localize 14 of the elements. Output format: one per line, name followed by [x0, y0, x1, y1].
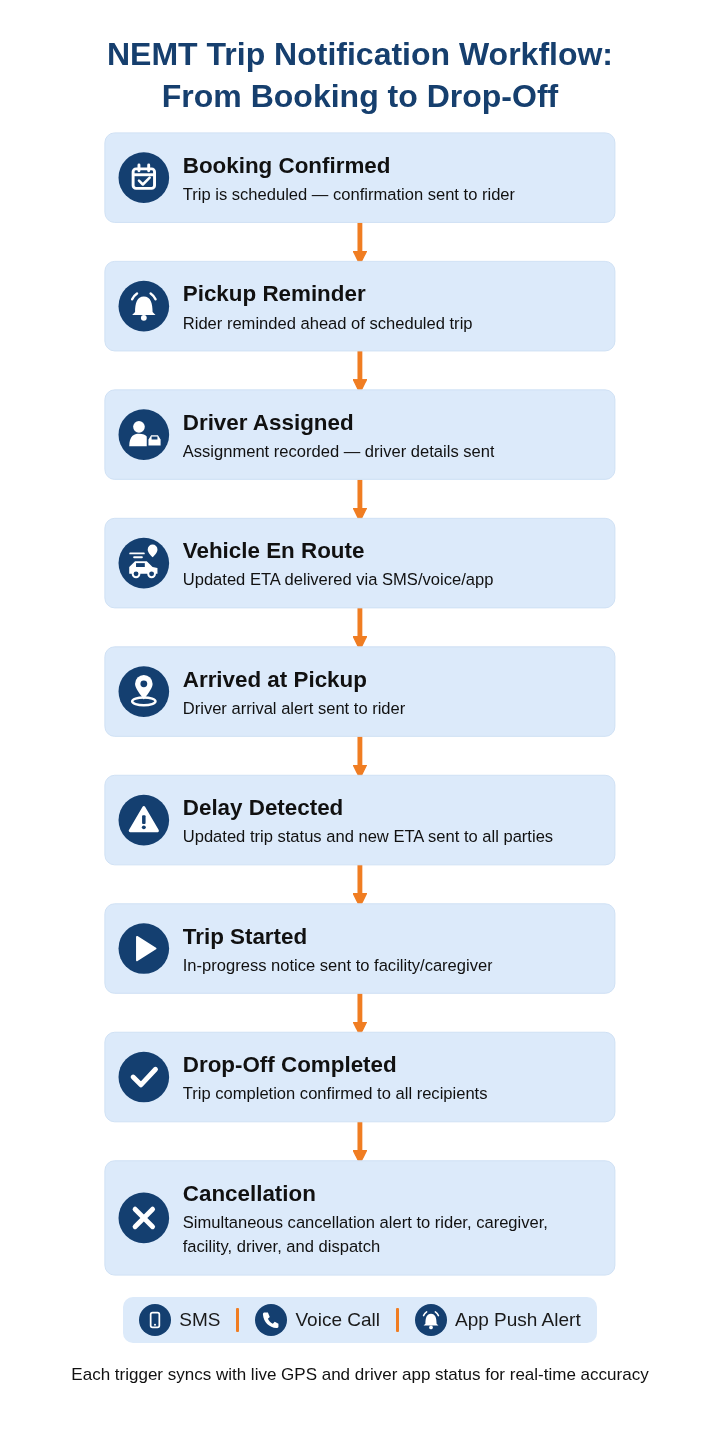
- channel-label: Voice Call: [295, 1309, 380, 1332]
- title: NEMT Trip Notification Workflow: From Booking to Drop-Off: [105, 35, 614, 116]
- channel-label: App Push Alert: [455, 1309, 581, 1332]
- node-box: Drop-Off Completed Trip completion confirmed to all recipients: [104, 1031, 616, 1123]
- node-box: Cancellation Simultaneous cancellation alert to rider, caregiver, facility, driver, and dispatch: [104, 1160, 616, 1276]
- node-box: Delay Detected Updated trip status and new ETA sent to all parties: [104, 775, 616, 866]
- node-box: Trip Started In-progress notice sent to facility/caregiver: [104, 903, 616, 994]
- node-box: Booking Confirmed Trip is scheduled — confirmation sent to rider: [104, 132, 616, 224]
- node-box: Driver Assigned Assignment recorded — driver details sent: [104, 389, 616, 481]
- node-box: Vehicle En Route Updated ETA delivered via SMS/voice/app: [104, 518, 616, 609]
- node-box: Arrived at Pickup Driver arrival alert sent to rider: [104, 646, 616, 738]
- channel-label: SMS: [179, 1309, 221, 1332]
- caption: Each trigger syncs with live GPS and driver app status for real-time accuracy: [70, 1365, 650, 1386]
- node-box: Pickup Reminder Rider reminded ahead of scheduled trip: [104, 261, 616, 352]
